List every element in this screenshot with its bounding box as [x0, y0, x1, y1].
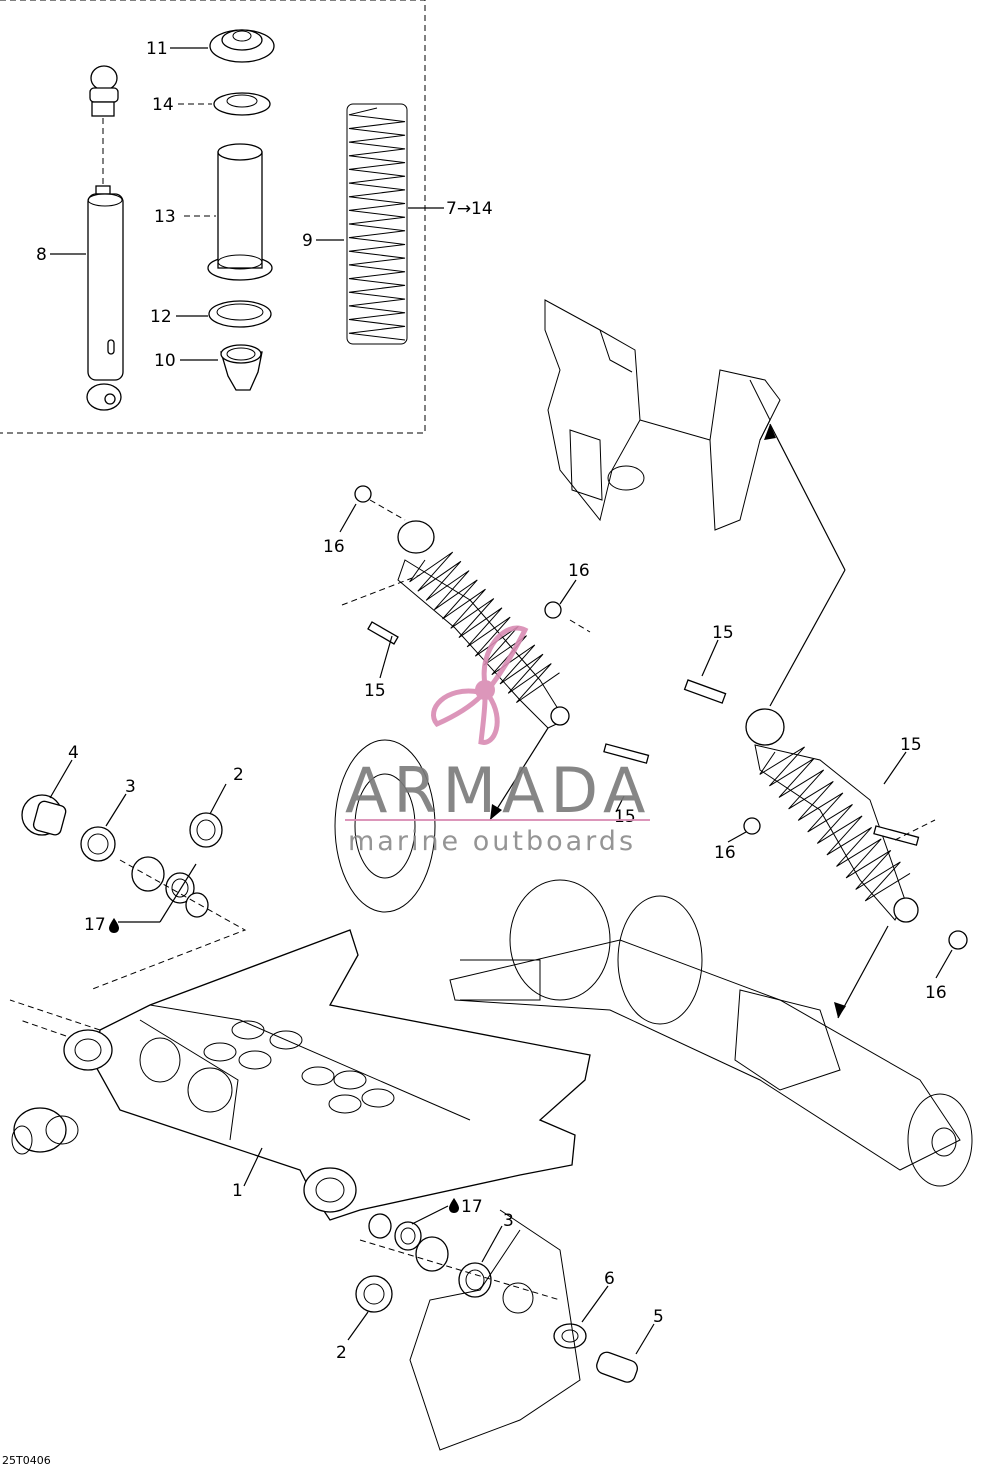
inset-range-label: 7→14 — [446, 199, 493, 219]
watermark-brand: ARMADA — [345, 754, 651, 827]
callout-11: 11 — [146, 39, 168, 59]
frame-background — [544, 299, 781, 531]
callout-16-c: 16 — [714, 843, 736, 863]
protection-sleeve-part-13 — [207, 143, 273, 281]
spring-adjuster-part-10 — [220, 344, 263, 391]
coil-spring-part-9 — [346, 103, 408, 345]
shock-assembly-right — [489, 423, 968, 1019]
callout-3-right: 3 — [503, 1211, 514, 1231]
shock-assembly-left — [341, 485, 650, 764]
swing-arm-hole — [328, 1094, 362, 1114]
callout-2-left: 2 — [233, 765, 244, 785]
callout-4: 4 — [68, 743, 79, 763]
callout-15-a: 15 — [364, 681, 386, 701]
grease-drop-icon — [449, 1198, 459, 1213]
callout-17-right: 17 — [461, 1197, 483, 1217]
callout-16-a: 16 — [323, 537, 345, 557]
callout-15-d: 15 — [614, 807, 636, 827]
callout-9: 9 — [302, 231, 313, 251]
callout-12: 12 — [150, 307, 172, 327]
retainer-clip-part-14 — [213, 92, 271, 116]
shock-kit-inset: 11 14 13 8 9 12 10 7→14 — [0, 0, 493, 434]
swing-arm-hole — [361, 1088, 395, 1108]
washer-part-12 — [208, 300, 272, 328]
callout-17-left: 17 — [84, 915, 106, 935]
callout-16-d: 16 — [925, 983, 947, 1003]
rear-axle-housing — [334, 739, 973, 1187]
swing-arm-hole — [301, 1066, 335, 1086]
diagram-code: 25T0406 — [2, 1454, 51, 1467]
watermark: ARMADA marine outboards — [345, 625, 651, 857]
right-pivot-hardware — [355, 1209, 638, 1451]
grease-drop-icon — [109, 918, 119, 933]
callout-15-b: 15 — [712, 623, 734, 643]
watermark-tagline: marine outboards — [348, 826, 636, 857]
callout-14: 14 — [152, 95, 174, 115]
shock-absorber-part-8 — [86, 65, 124, 411]
swing-arm-hole — [231, 1020, 265, 1040]
callout-2-right: 2 — [336, 1343, 347, 1363]
propeller-icon — [431, 625, 529, 745]
main-leaders — [49, 503, 953, 1355]
callout-6: 6 — [604, 1269, 615, 1289]
callout-8: 8 — [36, 245, 47, 265]
callout-16-b: 16 — [568, 561, 590, 581]
swing-arm-hole — [203, 1042, 237, 1062]
callout-13: 13 — [154, 207, 176, 227]
callout-1: 1 — [232, 1181, 243, 1201]
swing-arm-hole — [269, 1030, 303, 1050]
swing-arm-hole — [333, 1070, 367, 1090]
left-pivot-hardware — [21, 794, 247, 991]
callout-3-left: 3 — [125, 777, 136, 797]
callout-15-c: 15 — [900, 735, 922, 755]
callout-10: 10 — [154, 351, 176, 371]
swing-arm-hole — [238, 1050, 272, 1070]
swing-arm-part-1 — [9, 929, 591, 1221]
callout-5: 5 — [653, 1307, 664, 1327]
spring-cap-part-11 — [209, 29, 275, 63]
